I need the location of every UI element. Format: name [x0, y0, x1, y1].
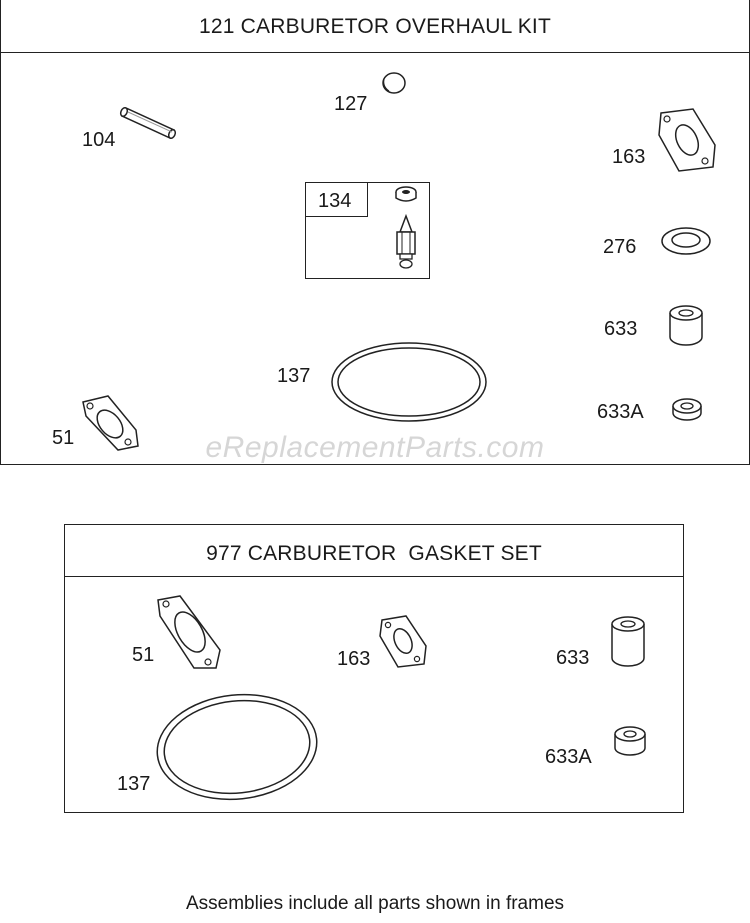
inset-134-tab: 134 — [306, 183, 368, 217]
label-104: 104 — [82, 129, 116, 151]
gs-bushing-633-icon[interactable] — [608, 614, 648, 668]
label-633: 633 — [604, 318, 638, 340]
label-127: 127 — [334, 93, 368, 115]
label-134: 134 — [318, 190, 352, 212]
footer-note: Assemblies include all parts shown in fr… — [185, 893, 565, 914]
label-633a: 633A — [597, 401, 644, 423]
plug-127-icon[interactable] — [378, 70, 408, 96]
gs-gasket-163-icon[interactable] — [376, 612, 430, 670]
gasket-set-title-bar: 977 CARBURETOR GASKET SET — [65, 525, 683, 577]
gs-bushing-633a-icon[interactable] — [612, 722, 648, 760]
gs-label-51: 51 — [132, 644, 155, 666]
needle-seat-inset-134: 134 — [305, 182, 430, 279]
gasket-163-icon[interactable] — [655, 105, 720, 175]
overhaul-kit-title-bar: 121 CARBURETOR OVERHAUL KIT — [1, 0, 749, 53]
needle-seat-134-icon[interactable] — [388, 184, 424, 274]
label-137: 137 — [277, 365, 311, 387]
label-163: 163 — [612, 146, 646, 168]
gs-oring-137-icon[interactable] — [152, 688, 322, 806]
gs-label-633a: 633A — [545, 746, 592, 768]
oring-137-icon[interactable] — [329, 340, 489, 424]
gs-gasket-51-icon[interactable] — [150, 590, 224, 672]
gs-label-633: 633 — [556, 647, 590, 669]
washer-276-icon[interactable] — [660, 224, 712, 258]
watermark: eReplacementParts.com — [205, 431, 545, 464]
gasket-set-frame: 977 CARBURETOR GASKET SET — [64, 524, 684, 813]
label-51: 51 — [52, 427, 75, 449]
bushing-633-icon[interactable] — [666, 303, 706, 347]
overhaul-kit-title: 121 CARBURETOR OVERHAUL KIT — [199, 15, 551, 38]
pin-104-icon[interactable] — [118, 100, 184, 142]
gs-label-137: 137 — [117, 773, 151, 795]
gasket-set-title: 977 CARBURETOR GASKET SET — [206, 542, 542, 565]
gasket-51-icon[interactable] — [78, 392, 144, 452]
gs-label-163: 163 — [337, 648, 371, 670]
label-276: 276 — [603, 236, 637, 258]
bushing-633a-icon[interactable] — [670, 396, 704, 424]
